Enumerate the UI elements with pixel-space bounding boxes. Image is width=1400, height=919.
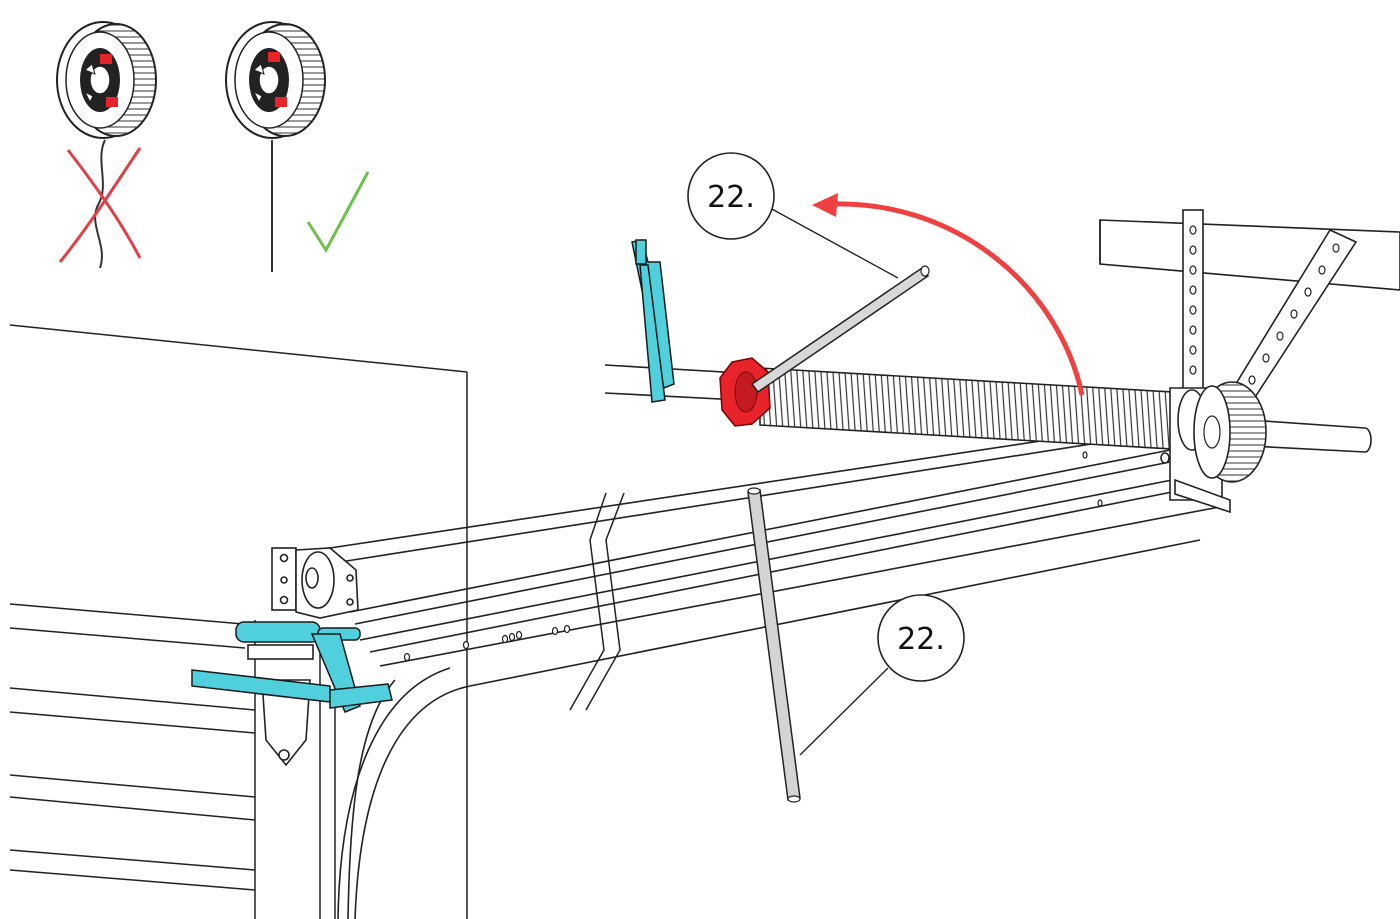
cable-drum <box>56 21 157 139</box>
callout-bottom: 22. <box>799 594 965 756</box>
torsion-spring <box>759 367 1191 451</box>
winding-bar-upper <box>750 265 930 394</box>
vise-grip-clamp <box>631 239 675 403</box>
perforated-strap-vertical <box>1182 209 1204 401</box>
callout-top: 22. <box>687 152 899 279</box>
right-cable-drum <box>1193 381 1267 483</box>
cross-mark-icon <box>58 147 142 263</box>
cable-drum <box>225 21 326 139</box>
check-mark-icon <box>306 171 370 253</box>
winding-bar-lower <box>747 487 801 803</box>
drum-wrong-illustration <box>56 21 157 269</box>
callout-label: 22. <box>897 622 945 657</box>
rotation-direction-arrow <box>812 193 1085 396</box>
drum-correct-illustration <box>225 21 370 272</box>
track-holes <box>403 451 1103 662</box>
winding-cone <box>719 357 771 427</box>
bottom-roller-bracket <box>247 644 314 767</box>
ceiling-header <box>1099 219 1400 291</box>
callout-label: 22. <box>707 180 755 215</box>
wall-outline <box>9 324 468 919</box>
door-panels <box>9 603 336 919</box>
locking-pliers <box>191 621 393 713</box>
slack-cable <box>94 139 106 269</box>
break-lines <box>569 492 625 711</box>
left-end-bracket <box>271 547 359 619</box>
